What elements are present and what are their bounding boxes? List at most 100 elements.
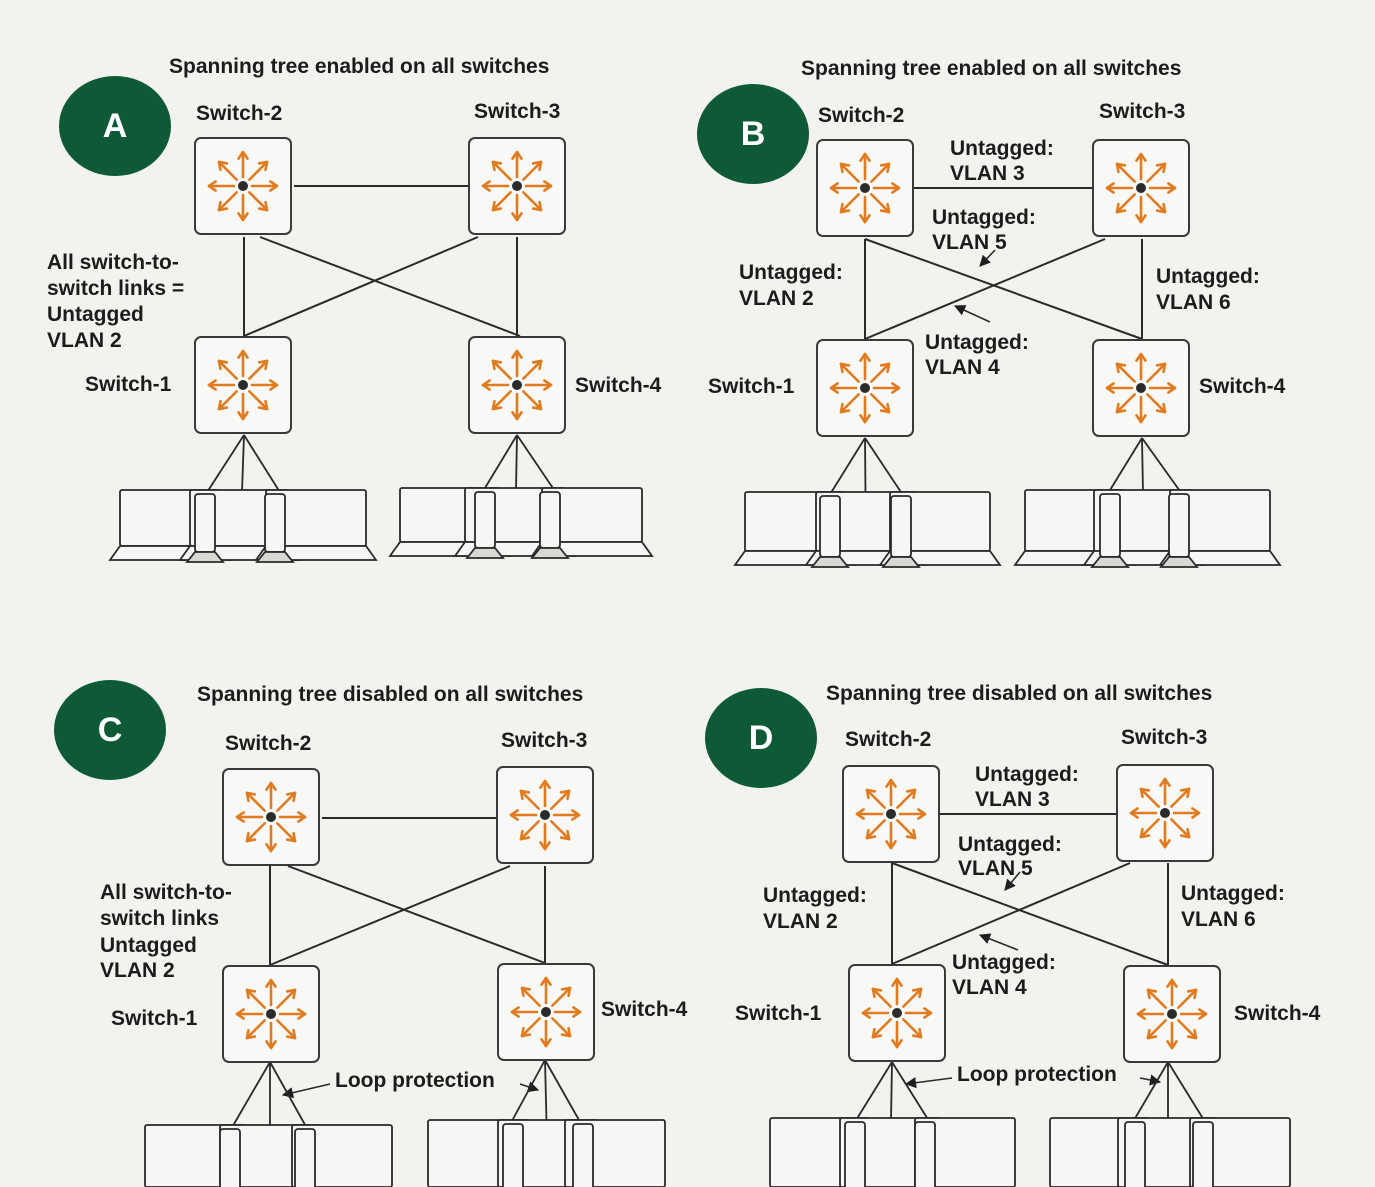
arrow-loop-left [904, 1077, 953, 1089]
panel-b-switch-4-label: Switch-4 [1199, 375, 1286, 398]
panel-c-switch-1 [222, 965, 320, 1063]
panel-b-vlan6-l2: VLAN 6 [1156, 291, 1231, 314]
panel-d-vlan5-l1: Untagged: [958, 833, 1062, 856]
panel-b-vlan5-l1: Untagged: [932, 206, 1036, 229]
badge-a: A [59, 76, 171, 176]
panel-c-title: Spanning tree disabled on all switches [197, 683, 584, 706]
panel-b-title: Spanning tree enabled on all switches [801, 57, 1182, 80]
switch-arrows-icon [829, 352, 901, 424]
panel-d-switch-3 [1116, 764, 1214, 862]
device-stand [1090, 556, 1130, 568]
panel-c-switch-3 [496, 766, 594, 864]
device-icon [1099, 493, 1121, 558]
panel-d-switch-3-label: Switch-3 [1121, 726, 1208, 749]
panel-c-links [269, 817, 546, 1099]
panel-c-switch-3-label: Switch-3 [501, 729, 588, 752]
panel-c-switch-2-label: Switch-2 [225, 732, 312, 755]
client-downlink [544, 1059, 585, 1129]
device-icon [1124, 1121, 1146, 1187]
device-stand [881, 556, 921, 568]
device-stand [1159, 556, 1199, 568]
switch-arrows-icon [235, 781, 307, 853]
link-s3-s1 [864, 238, 1106, 340]
panel-d-vlan5-l2: VLAN 5 [958, 857, 1033, 880]
device-stand [255, 551, 295, 563]
client-downlink [825, 437, 866, 501]
panel-a-switch-2 [194, 137, 292, 235]
device-icon [1168, 493, 1190, 558]
link-s3-s1 [891, 862, 1131, 965]
badge-d: D [705, 688, 817, 788]
client-devices [108, 434, 1291, 1187]
switch-arrows-icon [829, 152, 901, 224]
client-downlink [864, 437, 907, 501]
switch-arrows-icon [1105, 152, 1177, 224]
device-stand [185, 551, 225, 563]
arrow-loop-left [281, 1083, 331, 1099]
badge-c: C [54, 680, 166, 780]
device-icon [194, 493, 216, 553]
device-stand [465, 547, 505, 559]
link-s2-s4 [287, 865, 546, 964]
panel-d-vlan2-l2: VLAN 2 [763, 910, 838, 933]
client-downlink [515, 434, 518, 497]
panel-a-title: Spanning tree enabled on all switches [169, 55, 550, 78]
panel-a-note-line-1: All switch-to- [47, 251, 179, 274]
panel-b-links [864, 187, 1143, 340]
panel-c-switch-4 [497, 963, 595, 1061]
panel-b-vlan3-l1: Untagged: [950, 137, 1054, 160]
device-icon [294, 1128, 316, 1187]
client-downlink [240, 434, 245, 499]
panel-c-switch-4-label: Switch-4 [601, 998, 688, 1021]
client-downlink [507, 1059, 546, 1129]
panel-d-switch-1 [848, 964, 946, 1062]
panel-d-vlan4-l2: VLAN 4 [952, 976, 1027, 999]
client-downlink [891, 1061, 933, 1127]
panel-a-note-line-4: VLAN 2 [47, 329, 122, 352]
panel-c-switch-1-label: Switch-1 [111, 1007, 198, 1030]
arrow-vlan4 [978, 933, 1019, 951]
panel-b-vlan5-l2: VLAN 5 [932, 231, 1007, 254]
panel-d-switch-2-label: Switch-2 [845, 728, 932, 751]
device-stand [530, 547, 570, 559]
device-icon [914, 1121, 936, 1187]
panel-d-loop-protection-label: Loop protection [957, 1063, 1117, 1086]
link-s3-s1 [269, 865, 511, 966]
device-icon [264, 493, 286, 553]
laptop-icon [291, 1124, 393, 1187]
panel-a-switch-1-label: Switch-1 [85, 373, 172, 396]
panel-b-switch-4 [1092, 339, 1190, 437]
client-downlink [544, 1059, 548, 1129]
switch-arrows-icon [207, 150, 279, 222]
arrow-vlan5 [979, 249, 996, 267]
client-downlink [890, 1061, 893, 1127]
panel-d-switch-4-label: Switch-4 [1234, 1002, 1321, 1025]
switch-arrows-icon [509, 779, 581, 851]
device-icon [502, 1123, 524, 1187]
panel-b-vlan2-l2: VLAN 2 [739, 287, 814, 310]
panel-b-switch-2-label: Switch-2 [818, 104, 905, 127]
arrow-vlan5 [1004, 871, 1021, 891]
panel-b-switch-3-label: Switch-3 [1099, 100, 1186, 123]
panel-b-vlan4-l1: Untagged: [925, 331, 1029, 354]
switch-arrows-icon [855, 778, 927, 850]
device-icon [474, 491, 496, 549]
panel-b-vlan6-l1: Untagged: [1156, 265, 1260, 288]
panel-b-switch-1 [816, 339, 914, 437]
client-downlink [1129, 1061, 1169, 1127]
client-downlink [1141, 437, 1186, 499]
client-downlink [243, 434, 285, 499]
panel-d-title: Spanning tree disabled on all switches [826, 682, 1213, 705]
panel-d-switch-4 [1123, 965, 1221, 1063]
panel-b-vlan2-l1: Untagged: [739, 261, 843, 284]
panel-a-switch-3 [468, 137, 566, 235]
panel-d-switch-1-label: Switch-1 [735, 1002, 822, 1025]
switch-arrows-icon [207, 349, 279, 421]
device-stand [810, 556, 850, 568]
panel-c-note-line-4: VLAN 2 [100, 959, 175, 982]
panel-a-note-line-3: Untagged [47, 303, 144, 326]
panel-d-vlan6-l1: Untagged: [1181, 882, 1285, 905]
client-downlink [516, 434, 559, 497]
panel-d-vlan4-l1: Untagged: [952, 951, 1056, 974]
